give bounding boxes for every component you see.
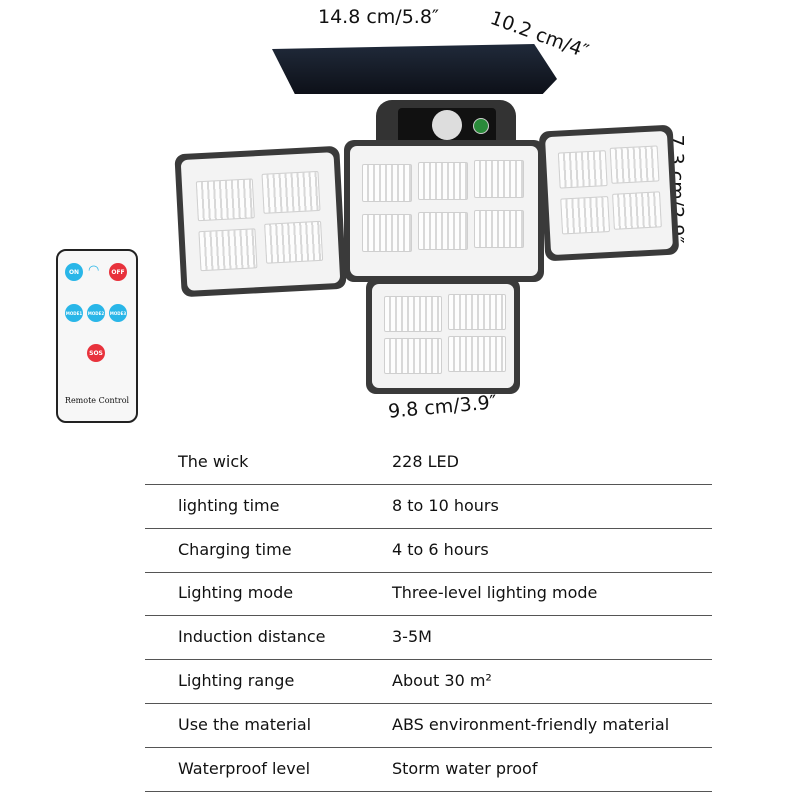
remote-control: ON ◠ OFF MODE1 MODE2 MODE3 SOS Remote Co… [56,249,138,423]
spec-row: lighting time 8 to 10 hours [145,484,712,529]
spec-label: Lighting range [178,671,295,690]
spec-label: Charging time [178,539,292,559]
spec-label: Lighting mode [178,583,294,603]
spec-value: Three-level lighting mode [392,583,598,603]
on-button[interactable]: ON [65,263,83,281]
spec-label: Induction distance [178,627,326,647]
spec-row: The wick 228 LED [145,440,712,485]
remote-label: Remote Control [64,396,130,405]
mode3-button[interactable]: MODE3 [109,304,127,322]
spec-value: About 30 m² [392,671,492,690]
off-button[interactable]: OFF [109,263,127,281]
lamp-product-image [174,44,680,394]
spec-label: Use the material [178,714,312,734]
solar-panel [272,44,557,94]
width-dimension: 14.8 cm/5.8″ [318,6,440,28]
right-light-panel [538,124,680,262]
switch-button [473,118,489,134]
mode2-button[interactable]: MODE2 [87,304,105,322]
spec-row: Charging time 4 to 6 hours [145,528,712,573]
spec-label: lighting time [178,495,280,515]
spec-value: 3-5M [392,627,432,647]
bottom-light-panel [366,278,520,394]
spec-value: 4 to 6 hours [392,539,489,559]
center-light-panel [344,140,544,282]
wifi-icon: ◠ [88,263,100,278]
spec-row: Waterproof level Storm water proof [145,747,712,792]
sos-button[interactable]: SOS [87,344,105,362]
spec-value: 228 LED [392,452,459,471]
mode1-button[interactable]: MODE1 [65,304,83,322]
spec-label: The wick [178,452,249,471]
spec-row: Induction distance 3-5M [145,615,712,661]
spec-value: ABS environment-friendly material [392,714,670,734]
spec-row: Lighting range About 30 m² [145,659,712,704]
spec-row: Lighting mode Three-level lighting mode [145,571,712,617]
spec-value: 8 to 10 hours [392,495,499,515]
spec-value: Storm water proof [392,758,538,778]
spec-label: Waterproof level [178,758,311,778]
spec-row: Use the material ABS environment-friendly… [145,703,712,748]
pir-sensor [432,110,462,140]
left-light-panel [174,145,347,298]
